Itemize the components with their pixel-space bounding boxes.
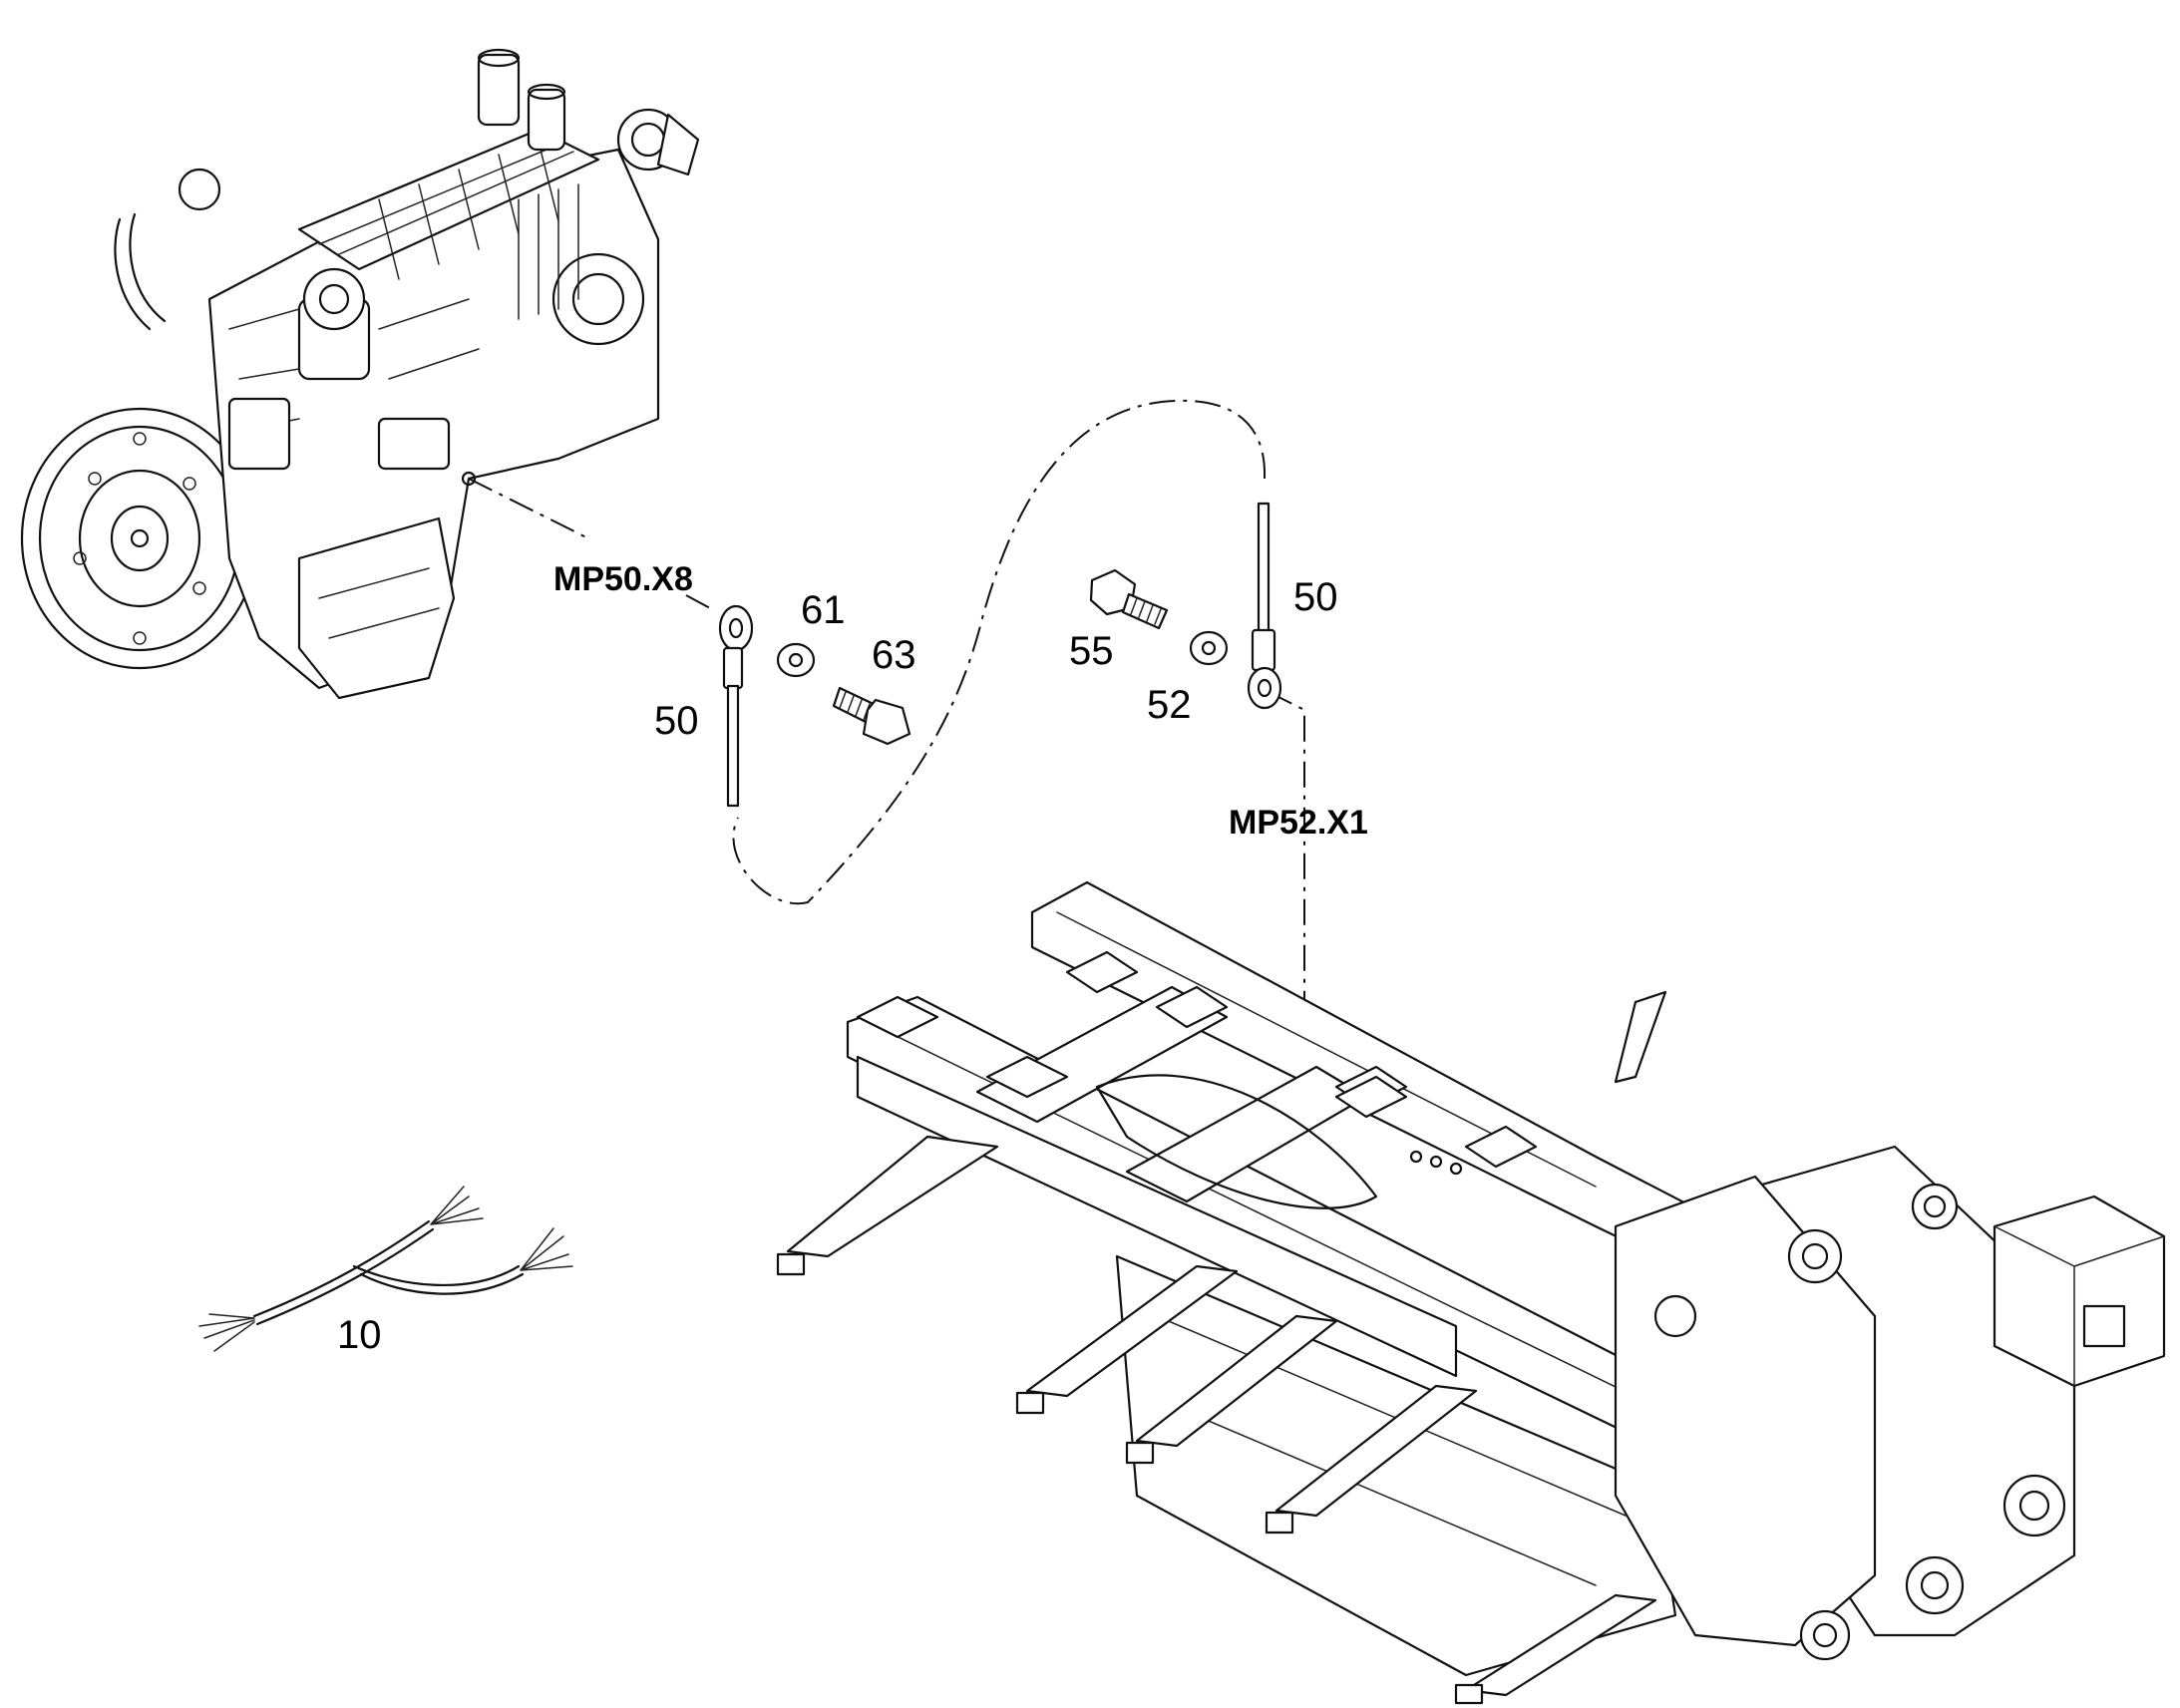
engine-ground-leader-2 [685, 594, 711, 609]
ground-cable-routing [732, 399, 1267, 905]
callout-61: 61 [801, 588, 846, 632]
washer-52 [1189, 630, 1229, 666]
callout-52: 52 [1147, 683, 1192, 727]
washer-61 [776, 642, 816, 678]
engine-ground-leader [468, 478, 589, 539]
frame-ground-leader [1268, 691, 1346, 1108]
ground-cable-50-left [718, 604, 754, 808]
callout-50-left: 50 [654, 699, 699, 743]
engine-illustration [20, 48, 700, 700]
callout-55: 55 [1069, 629, 1114, 673]
callout-10: 10 [337, 1313, 382, 1357]
chassis-frame [776, 880, 2166, 1705]
bolt-55 [1089, 568, 1169, 630]
callout-50-right: 50 [1293, 575, 1338, 619]
connector-label-mp52x1: MP52.X1 [1229, 804, 1368, 842]
wire-harness-10 [198, 1186, 573, 1352]
ground-cable-50-right [1247, 502, 1282, 710]
bolt-63 [832, 686, 911, 746]
connector-label-mp50x8: MP50.X8 [553, 560, 693, 598]
callout-63: 63 [872, 633, 916, 677]
